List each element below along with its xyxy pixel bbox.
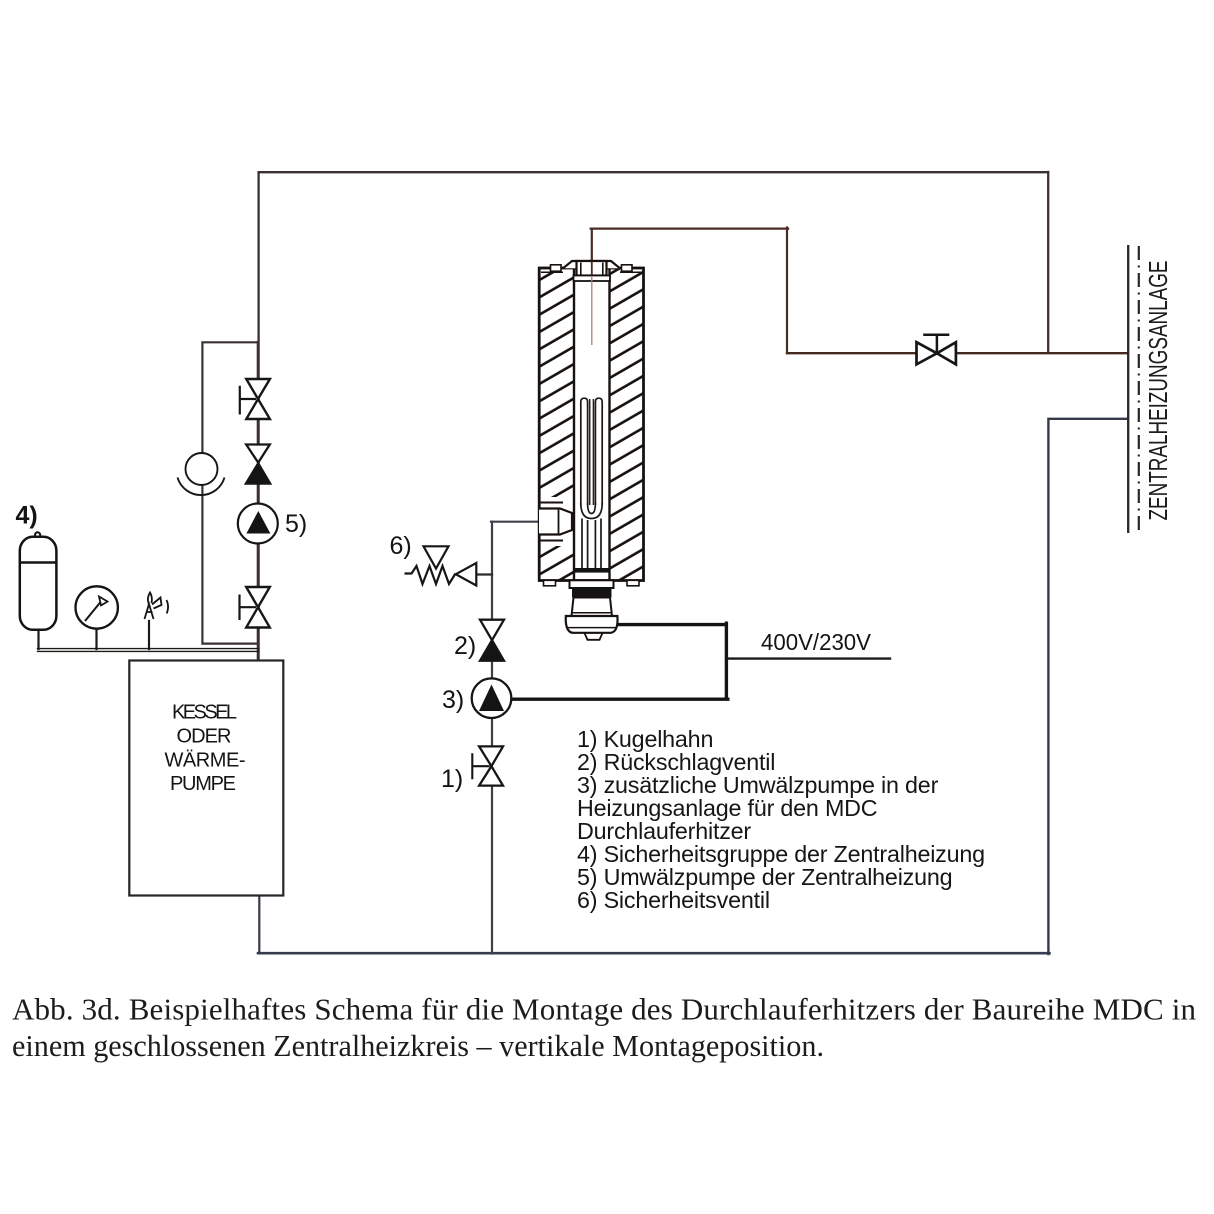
svg-text:WÄRME-: WÄRME-	[165, 750, 246, 772]
svg-text:4) Sicherheitsgruppe der Zentr: 4) Sicherheitsgruppe der Zentralheizung	[577, 841, 985, 867]
svg-text:einem geschlossenen Zentralhei: einem geschlossenen Zentralheizkreis – v…	[12, 1028, 824, 1063]
svg-text:5) Umwälzpumpe der Zentralheiz: 5) Umwälzpumpe der Zentralheizung	[577, 864, 952, 890]
svg-text:ZENTRALHEIZUNGSANLAGE: ZENTRALHEIZUNGSANLAGE	[1145, 261, 1173, 521]
svg-text:2): 2)	[454, 632, 476, 660]
svg-text:PUMPE: PUMPE	[170, 773, 236, 795]
svg-text:3): 3)	[442, 686, 464, 714]
svg-text:6): 6)	[390, 532, 412, 560]
svg-text:1): 1)	[441, 765, 463, 793]
svg-text:Heizungsanlage für den MDC: Heizungsanlage für den MDC	[577, 795, 877, 821]
svg-text:Durchlauferhitzer: Durchlauferhitzer	[577, 818, 751, 844]
svg-text:ODER: ODER	[177, 726, 232, 748]
svg-text:2) Rückschlagventil: 2) Rückschlagventil	[577, 749, 775, 775]
svg-text:3) zusätzliche Umwälzpumpe in: 3) zusätzliche Umwälzpumpe in der	[577, 772, 939, 798]
svg-text:Abb. 3d. Beispielhaftes Schema: Abb. 3d. Beispielhaftes Schema für die M…	[12, 992, 1197, 1027]
svg-text:6) Sicherheitsventil: 6) Sicherheitsventil	[577, 887, 770, 913]
svg-text:4): 4)	[16, 502, 38, 530]
svg-text:400V/230V: 400V/230V	[761, 629, 872, 655]
svg-text:1) Kugelhahn: 1) Kugelhahn	[577, 726, 713, 752]
svg-text:5): 5)	[285, 510, 307, 538]
svg-text:KESSEL: KESSEL	[172, 702, 237, 724]
